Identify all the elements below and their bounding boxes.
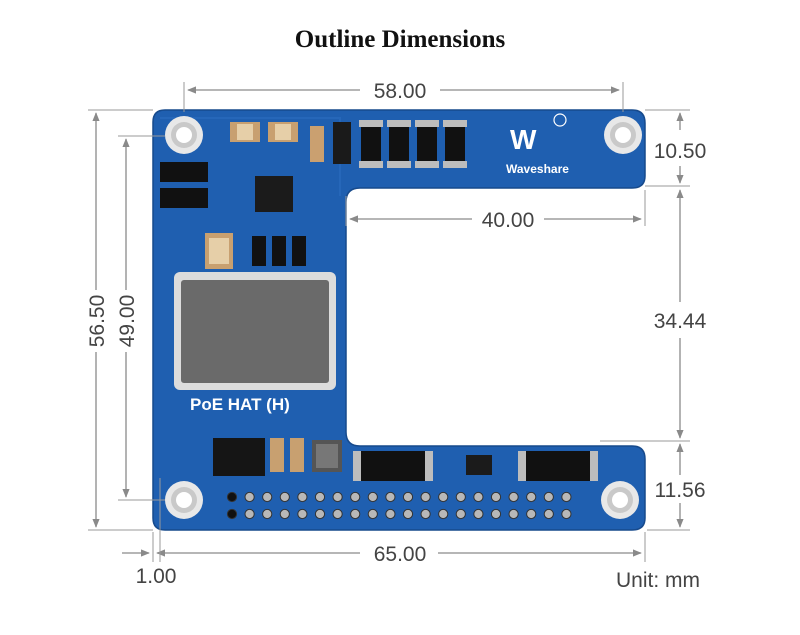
gpio-pin [279,508,290,520]
chip-components [160,120,598,481]
gpio-pin [332,508,343,520]
dim-overall-width: 65.00 [374,543,427,566]
gpio-header [226,491,572,520]
mounting-hole-top-right [604,116,642,154]
pcb-board [152,109,646,531]
logo-mark: W [510,124,537,155]
page-title: Outline Dimensions [294,26,506,53]
gpio-pin [367,491,378,503]
gpio-pin [420,491,431,503]
board-label: PoE HAT (H) [190,395,290,414]
dim-cutout-height: 34.44 [654,310,707,333]
gpio-pin [314,491,326,503]
gpio-pin [438,491,449,503]
gpio-pin [226,491,238,503]
gpio-pin [244,508,255,520]
dim-inner-width: 40.00 [482,209,535,232]
gpio-pin [508,508,519,520]
gpio-pin [561,491,572,503]
gpio-pin [455,491,466,503]
gpio-pin [543,508,554,520]
dim-overall-height: 56.50 [86,295,109,348]
brand-name: Waveshare [506,162,569,176]
gpio-pin [262,491,273,503]
gpio-pin [244,491,255,503]
mounting-hole-bottom-left [165,481,203,519]
gpio-pin [402,491,414,503]
gpio-pin [420,508,431,520]
gpio-pin [367,508,378,520]
dim-top-width: 58.00 [374,80,427,103]
gpio-pin [332,491,343,503]
gpio-pin [402,508,414,520]
gpio-pin [385,491,396,503]
gpio-pin [297,491,308,503]
gpio-pin [350,491,361,503]
gpio-pin [526,491,537,503]
dim-offset: 1.00 [136,565,177,588]
gpio-pin [490,491,502,503]
gpio-pin [543,491,554,503]
gpio-pin [350,508,361,520]
gpio-pin [473,491,484,503]
mounting-hole-top-left [165,116,203,154]
waveshare-logo: W Waveshare [506,113,569,176]
dim-top-right-height: 10.50 [654,140,707,163]
gpio-pin [226,508,238,520]
gpio-pin [297,508,308,520]
gpio-pin [508,491,519,503]
gpio-pin [561,508,572,520]
gpio-pin [490,508,502,520]
unit-label: Unit: mm [616,569,700,592]
dim-bottom-right-height: 11.56 [655,479,706,502]
dim-inner-height: 49.00 [116,295,139,348]
gpio-pin [438,508,449,520]
gpio-pin [473,508,484,520]
mounting-hole-bottom-right [601,481,639,519]
gpio-pin [314,508,326,520]
gpio-pin [526,508,537,520]
gpio-pin [455,508,466,520]
gpio-pin [385,508,396,520]
gpio-pin [279,491,290,503]
gpio-pin [262,508,273,520]
transformer-component [174,272,336,390]
